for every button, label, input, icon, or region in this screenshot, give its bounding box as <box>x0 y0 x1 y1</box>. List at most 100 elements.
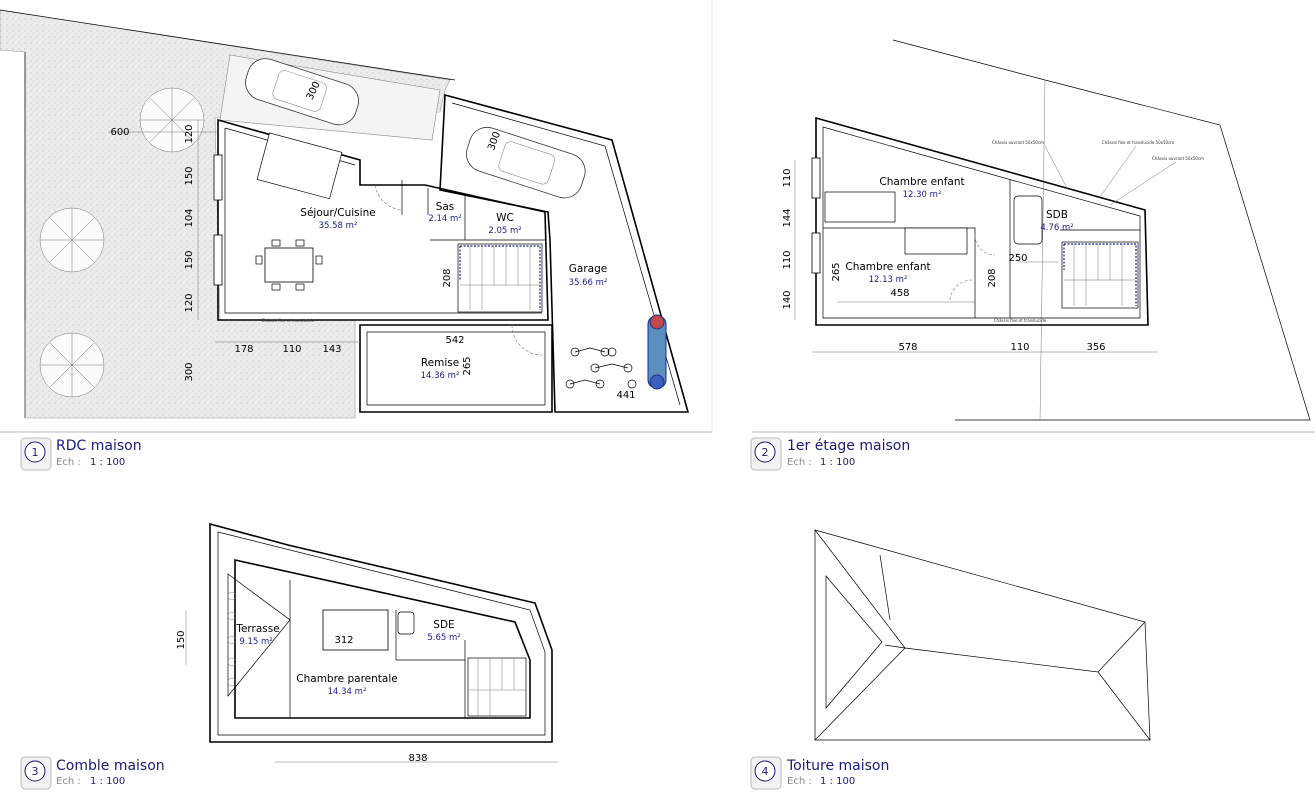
title-block: 1 RDC maison Ech : 1 : 100 <box>20 437 142 471</box>
room-area: 14.36 m² <box>421 371 460 381</box>
inner-walls <box>822 126 1141 319</box>
leader-line <box>1044 145 1177 206</box>
room-name: Chambre enfant <box>845 261 930 273</box>
room-area: 2.14 m² <box>428 214 461 224</box>
room-area: 12.13 m² <box>869 275 908 285</box>
dimension-label: 441 <box>616 390 635 401</box>
room-name: SDE <box>433 619 454 631</box>
roof-outline <box>814 529 1151 741</box>
room-name: Chambre enfant <box>879 176 964 188</box>
view-number: 4 <box>762 765 769 778</box>
dimension-label: 110 <box>282 344 301 355</box>
dimension-label: 356 <box>1086 342 1105 353</box>
site-boundary <box>1039 79 1046 421</box>
toilet-icon <box>397 611 415 635</box>
room-name: Garage <box>569 263 607 275</box>
window-note: Châssis fixe et translucide <box>262 318 315 323</box>
window <box>213 154 223 201</box>
scale-value: 1 : 100 <box>820 776 855 787</box>
kitchen-counter <box>256 132 343 200</box>
plan-toiture <box>814 529 1151 741</box>
dimension-label: 120 <box>184 293 195 312</box>
staircase <box>1061 241 1139 309</box>
terrace-cutout <box>825 575 883 709</box>
dimension-label: 578 <box>898 342 917 353</box>
room-name: Sas <box>436 201 455 213</box>
dimension-line <box>24 120 360 418</box>
dimension-label: 110 <box>1010 342 1029 353</box>
door-swing <box>949 234 996 301</box>
view-number: 1 <box>32 446 39 459</box>
dimension-label: 110 <box>782 168 793 187</box>
staircase <box>467 657 527 717</box>
scale-label: Ech : <box>787 457 812 468</box>
dimension-label: 150 <box>184 166 195 185</box>
title-block: 3 Comble maison Ech : 1 : 100 <box>20 756 165 790</box>
view-title: 1er étage maison <box>787 438 910 454</box>
remise-walls <box>359 324 553 413</box>
dimension-label: 600 <box>110 127 129 138</box>
bicycle-icon <box>565 347 637 389</box>
scale-label: Ech : <box>56 457 81 468</box>
dimension-label: 178 <box>234 344 253 355</box>
dimension-label: 265 <box>462 356 473 375</box>
room-area: 5.65 m² <box>427 633 460 643</box>
dimension-label: 150 <box>176 630 187 649</box>
car-icon <box>466 126 586 199</box>
dimension-label: 143 <box>322 344 341 355</box>
terrace-wedge <box>227 573 291 697</box>
plan-comble: Terrasse 9.15 m² SDE 5.65 m² Chambre par… <box>176 522 558 764</box>
dimension-label: 312 <box>334 635 353 646</box>
room-area: 2.05 m² <box>488 226 521 236</box>
roof-outline <box>209 522 553 743</box>
room-name: Chambre parentale <box>296 673 397 685</box>
partitions <box>401 180 545 241</box>
room-name: WC <box>496 212 514 224</box>
room-area: 14.34 m² <box>328 687 367 697</box>
scale-value: 1 : 100 <box>820 457 855 468</box>
dimension-label: 208 <box>442 268 453 287</box>
room-area: 35.58 m² <box>319 221 358 231</box>
plant-icon <box>227 591 237 687</box>
dimension-label: 838 <box>408 753 427 764</box>
dimension-label: 458 <box>890 288 909 299</box>
site-boundary <box>892 39 1311 421</box>
inner-outline <box>217 531 546 736</box>
room-name: Séjour/Cuisine <box>300 207 375 219</box>
door-swing <box>374 184 403 211</box>
room-name: SDB <box>1046 209 1068 221</box>
tree <box>139 87 205 153</box>
dimension-label: 144 <box>782 208 793 227</box>
site-boundary <box>0 9 456 81</box>
view-number: 3 <box>32 765 39 778</box>
scale-label: Ech : <box>787 776 812 787</box>
staircase <box>457 243 543 313</box>
partitions <box>823 180 1140 318</box>
room-area: 35.66 m² <box>569 278 608 288</box>
dimension-label: 104 <box>184 208 195 227</box>
scale-value: 1 : 100 <box>90 776 125 787</box>
remise-inner-wall <box>366 331 546 406</box>
room-area: 12.30 m² <box>903 190 942 200</box>
roof-ridge <box>814 529 1151 741</box>
dimension-line <box>794 160 1158 353</box>
bed <box>904 227 968 255</box>
attic-walls <box>234 559 531 719</box>
view-title: RDC maison <box>56 438 142 454</box>
tree <box>39 207 105 273</box>
window-note: Châssis fixe et translucide 50x50cm <box>1102 140 1174 145</box>
motorcycle-icon <box>647 314 667 390</box>
car-icon <box>245 58 359 126</box>
title-block: 4 Toiture maison Ech : 1 : 100 <box>750 756 889 790</box>
roof-line <box>879 554 906 649</box>
window-note: Châssis fixe et translucide <box>994 318 1047 323</box>
bed <box>824 191 896 223</box>
dimension-label: 250 <box>1008 253 1027 264</box>
room-area: 4.76 m² <box>1040 223 1073 233</box>
dimension-label: 542 <box>445 335 464 346</box>
view-title: Toiture maison <box>786 758 889 774</box>
dimension-label: 150 <box>184 250 195 269</box>
window <box>811 157 821 199</box>
dining-table <box>255 239 323 291</box>
